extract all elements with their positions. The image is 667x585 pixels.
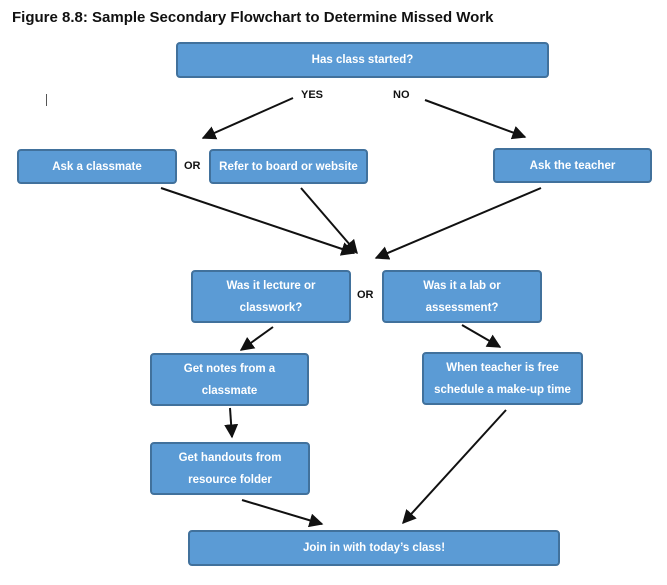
label-or-top: OR xyxy=(184,160,201,172)
node-get-notes: Get notes from a classmate xyxy=(150,353,309,406)
node-lecture-or-classwork: Was it lecture or classwork? xyxy=(191,270,351,323)
node-lab-or-assessment: Was it a lab or assessment? xyxy=(382,270,542,323)
node-schedule-makeup: When teacher is free schedule a make-up … xyxy=(422,352,583,405)
arrow-handouts-to-join xyxy=(241,499,324,528)
arrow-lecture-to-notes xyxy=(239,326,274,351)
arrow-classmate-to-mid xyxy=(160,187,356,256)
node-refer-board-or-website: Refer to board or website xyxy=(209,149,368,184)
node-ask-teacher: Ask the teacher xyxy=(493,148,652,183)
node-get-handouts: Get handouts from resource folder xyxy=(150,442,310,495)
node-join-class: Join in with today’s class! xyxy=(188,530,560,566)
label-or-mid: OR xyxy=(357,289,374,301)
arrow-schedule-to-join xyxy=(402,409,507,525)
label-no: NO xyxy=(393,89,410,101)
arrow-lab-to-schedule xyxy=(461,324,502,348)
figure-title: Figure 8.8: Sample Secondary Flowchart t… xyxy=(12,9,494,26)
node-has-class-started: Has class started? xyxy=(176,42,549,78)
text-cursor xyxy=(46,94,47,106)
arrow-notes-to-handouts xyxy=(224,407,239,439)
arrow-teacher-to-mid xyxy=(374,187,542,260)
arrow-no xyxy=(424,99,527,140)
arrow-board-to-mid xyxy=(300,187,358,255)
arrow-yes xyxy=(201,97,294,140)
label-yes: YES xyxy=(301,89,324,101)
node-ask-classmate: Ask a classmate xyxy=(17,149,177,184)
